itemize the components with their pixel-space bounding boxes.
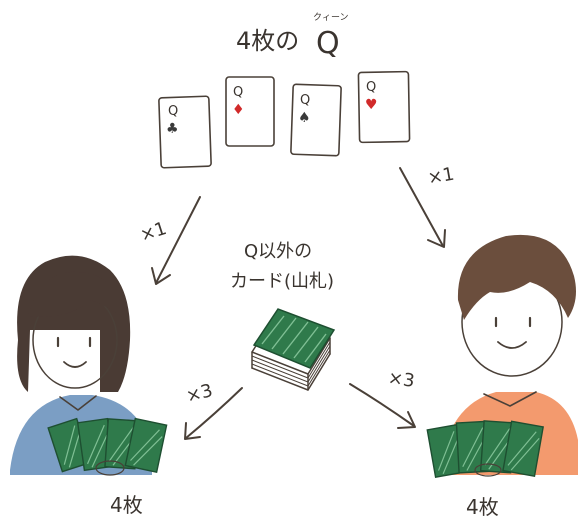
arrow-deck-to-right (349, 383, 416, 429)
queen-rank: Q (366, 80, 376, 95)
deck-label-line1: Q以外の (244, 241, 312, 262)
queen-rank: Q (300, 93, 310, 108)
title-ruby: クィーン (313, 12, 349, 23)
queen-card-hearts: Q ♥ (357, 70, 411, 144)
right-player-cards (426, 420, 544, 478)
arrow-queen-to-right (399, 167, 446, 248)
deck-right-multiplier: ×3 (387, 367, 416, 391)
right-player-card-count: 4枚 (466, 495, 499, 519)
deck-left-multiplier: ×3 (184, 380, 215, 407)
queen-left-multiplier: ×1 (137, 218, 169, 246)
title-q: Q (316, 26, 340, 61)
deck-label-line2: カード(山札) (230, 271, 334, 292)
arrow-deck-to-left (184, 387, 243, 440)
queen-card-spades: Q ♠ (290, 83, 342, 157)
diamonds-icon: ♦ (232, 102, 245, 118)
clubs-icon: ♣ (166, 121, 179, 137)
arrow-queen-to-left (151, 196, 201, 285)
deck-stack (251, 308, 336, 391)
queen-card-diamonds: Q ♦ (225, 76, 275, 147)
queen-rank: Q (168, 104, 178, 119)
left-player-card-count: 4枚 (110, 493, 143, 517)
queen-rank: Q (233, 85, 243, 100)
queen-right-multiplier: ×1 (426, 164, 456, 189)
spades-icon: ♠ (298, 110, 311, 126)
hearts-icon: ♥ (365, 97, 378, 113)
left-player-cards (47, 417, 168, 476)
title-prefix: 4枚の (236, 27, 299, 55)
queen-card-clubs: Q ♣ (158, 95, 212, 169)
